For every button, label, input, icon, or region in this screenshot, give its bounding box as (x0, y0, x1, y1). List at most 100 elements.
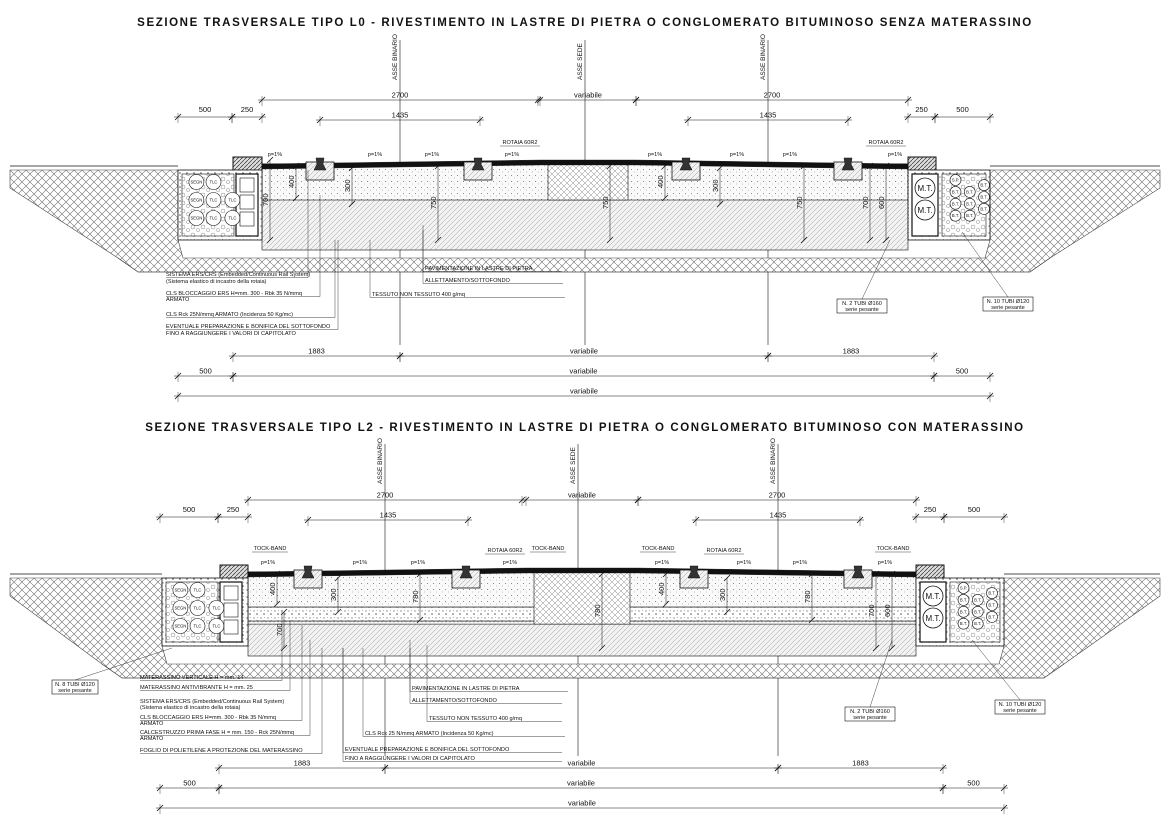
small-cable-slot (239, 177, 255, 193)
mt-conduit (914, 177, 936, 199)
dimension-tick (808, 616, 816, 624)
vertical-dimension: 400 (656, 162, 669, 202)
vertical-dim-label: 780 (411, 590, 420, 603)
conduit-label: B.T. (960, 597, 967, 602)
curbs (219, 564, 945, 582)
note-right: ALLETTAMENTO/SOTTOFONDO (412, 698, 497, 704)
mt-conduit-label: M.T. (925, 592, 940, 601)
dimension-tick (882, 162, 890, 170)
dimension-tick (273, 570, 281, 578)
vertical-dim-label: 780 (803, 590, 812, 603)
conduit-pipe (189, 582, 206, 598)
conduit-label: TLC (228, 198, 236, 203)
rail-label: ROTAIA 60R2 (485, 548, 525, 555)
vertical-dimension: 400 (268, 570, 281, 608)
dimension-tick (334, 574, 342, 582)
conduit-label: B.T. (952, 213, 959, 218)
dimension-label: variabile (570, 347, 598, 356)
conduit-pipe (188, 210, 205, 226)
note-left: MATERASSINO VERTICALE H = mm. 14 (140, 675, 243, 681)
rail-profile (687, 565, 701, 579)
dimension-label: variabile (568, 799, 596, 808)
tag-leader (961, 231, 1009, 298)
tag-line-2: serie pesante (991, 305, 1025, 311)
conduit-label: TLC (212, 624, 220, 629)
dim-1883-left: 1883 (229, 347, 404, 362)
small-cable-slot (239, 194, 255, 210)
vertical-dimension: 400 (287, 162, 300, 202)
dimension-tick (661, 194, 669, 202)
dimension-label: 1435 (770, 511, 787, 520)
dimension-label: 2700 (377, 491, 394, 500)
slope-label: p=1% (503, 560, 517, 566)
axis-label: ASSE BINARIO (760, 34, 767, 80)
vertical-dimension: 780 (593, 570, 606, 652)
conduit-pipe (963, 209, 976, 222)
vertical-dimension: 750 (601, 162, 614, 244)
vertical-dim-label: 300 (329, 588, 338, 601)
dim-variabile-2: variabile (229, 367, 938, 382)
dimension-tick (661, 162, 669, 170)
dimension-tick (872, 570, 880, 578)
slope-label: p=1% (368, 152, 382, 158)
vertical-dim-label: 400 (287, 175, 296, 188)
dimension-tick (882, 236, 890, 244)
conduit-pipe (172, 600, 189, 616)
conduit-pipe (963, 186, 976, 198)
conduit-pipe (189, 600, 206, 616)
vertical-dimension: 300 (718, 574, 731, 616)
conduit-pipe (189, 618, 206, 634)
dim-variabile-3: variabile (156, 799, 1008, 814)
vertical-dimension: 600 (877, 162, 890, 244)
conduit-label: B.T. (952, 201, 959, 206)
vertical-dim-label: 400 (268, 582, 277, 595)
dimension-tick (662, 570, 670, 578)
conduit-pipe (957, 617, 970, 630)
tag-line-2: serie pesante (853, 715, 887, 721)
dimension-label: 250 (227, 505, 240, 514)
conduit-label: B.T. (960, 609, 967, 614)
note-left: ARMATO (140, 736, 164, 742)
vertical-dimension: 780 (803, 570, 816, 624)
tockband-label: TOCK-BAND (252, 546, 288, 553)
note-left: SISTEMA ERS/CRS (Embedded/Continuous Rai… (140, 699, 284, 705)
note-left: CALCESTRUZZO PRIMA FASE H = mm. 150 - Rc… (140, 730, 294, 736)
note-right: TESSUTO NON TESSUTO 400 g/mq (429, 716, 522, 722)
tockband-label-text: TOCK-BAND (642, 546, 675, 552)
tockband-label-text: TOCK-BAND (532, 546, 565, 552)
slope-label: p=1% (737, 560, 751, 566)
vertical-dimension: 300 (711, 164, 724, 208)
note-left: ARMATO (166, 297, 190, 303)
notes: MATERASSINO VERTICALE H = mm. 14MATERASS… (140, 610, 568, 762)
note-right: PAVIMENTAZIONE IN LASTRE DI PIETRA (412, 686, 520, 692)
dim-2700-right: 2700 (634, 491, 920, 506)
conduit-pipe (986, 587, 998, 599)
conduit-pipe (957, 582, 970, 594)
conduit-pipe (971, 594, 984, 606)
conduit-pipe (957, 594, 970, 606)
axis-label: ASSE SEDE (577, 42, 584, 80)
central-zone-fill (533, 571, 631, 625)
conduit-pipe (971, 605, 984, 618)
dimension-label: variabile (567, 779, 595, 788)
conduit-label: TLC (228, 216, 236, 221)
vertical-dim-label: 700 (867, 604, 876, 617)
axis-label: ASSE BINARIO (377, 438, 384, 484)
conduit-pipe (172, 582, 189, 598)
dim-2700-right: 2700 (632, 91, 912, 106)
dim-1883-right: 1883 (774, 759, 947, 774)
dimension-tick (598, 644, 606, 652)
tag-line-2: serie pesante (1003, 708, 1037, 714)
slope-label: p=1% (878, 560, 892, 566)
vertical-dimension: 750 (795, 162, 808, 244)
dimension-label: variabile (568, 491, 596, 500)
note-left: CLS BLOCCAGGIO ERS H=mm. 300 - Rbk 35 N/… (140, 715, 276, 721)
conduit-pipe (205, 192, 222, 208)
conduit-pipe (205, 210, 222, 226)
vertical-dimension: 750 (429, 162, 442, 244)
vertical-dimension: 300 (343, 164, 356, 208)
note-left: (Sistema elastico di incastro della rota… (166, 279, 267, 285)
dim-250-left: 250 (228, 105, 266, 123)
slope-label: p=1% (411, 560, 425, 566)
dimension-tick (266, 236, 274, 244)
